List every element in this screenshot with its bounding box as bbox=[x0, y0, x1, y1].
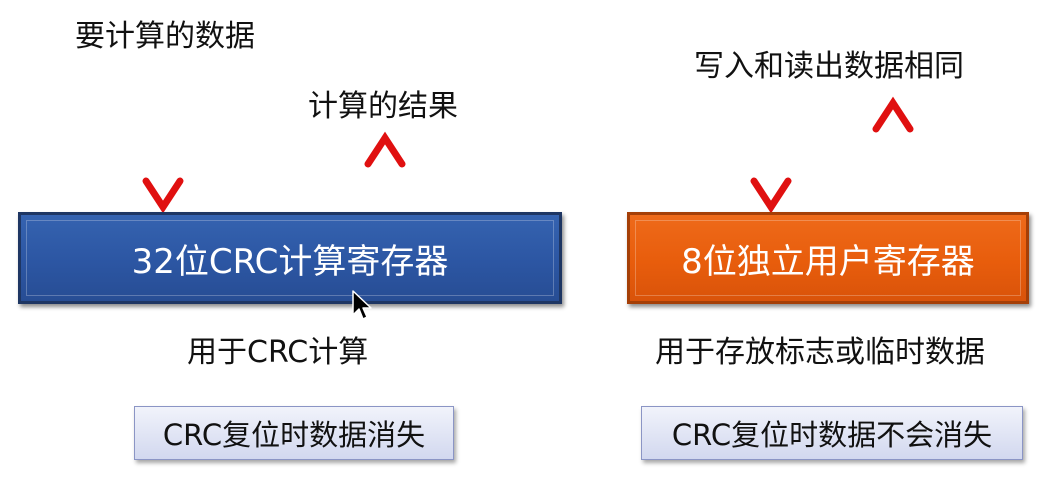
write-arrow-down bbox=[750, 103, 792, 214]
output-result-label: 计算的结果 bbox=[308, 89, 458, 124]
crc-reset-note-left-text: CRC复位时数据消失 bbox=[162, 418, 426, 452]
crc-calc-register: 32位CRC计算寄存器 bbox=[18, 212, 562, 304]
crc-reset-note-left: CRC复位时数据消失 bbox=[134, 406, 454, 460]
input-arrow-down bbox=[142, 62, 184, 214]
input-data-label: 要计算的数据 bbox=[75, 19, 255, 54]
output-arrow-up bbox=[364, 131, 406, 212]
user-register: 8位独立用户寄存器 bbox=[627, 212, 1029, 304]
crc-calc-register-label: 32位CRC计算寄存器 bbox=[131, 241, 449, 282]
user-register-label: 8位独立用户寄存器 bbox=[681, 241, 975, 282]
crc-reset-note-right: CRC复位时数据不会消失 bbox=[641, 406, 1023, 460]
mouse-cursor-icon bbox=[352, 290, 372, 320]
crc-reset-note-right-text: CRC复位时数据不会消失 bbox=[671, 418, 993, 452]
read-write-same-label: 写入和读出数据相同 bbox=[694, 49, 964, 84]
user-register-caption: 用于存放标志或临时数据 bbox=[655, 335, 985, 370]
crc-calc-caption: 用于CRC计算 bbox=[187, 335, 369, 370]
read-arrow-up bbox=[872, 96, 914, 212]
